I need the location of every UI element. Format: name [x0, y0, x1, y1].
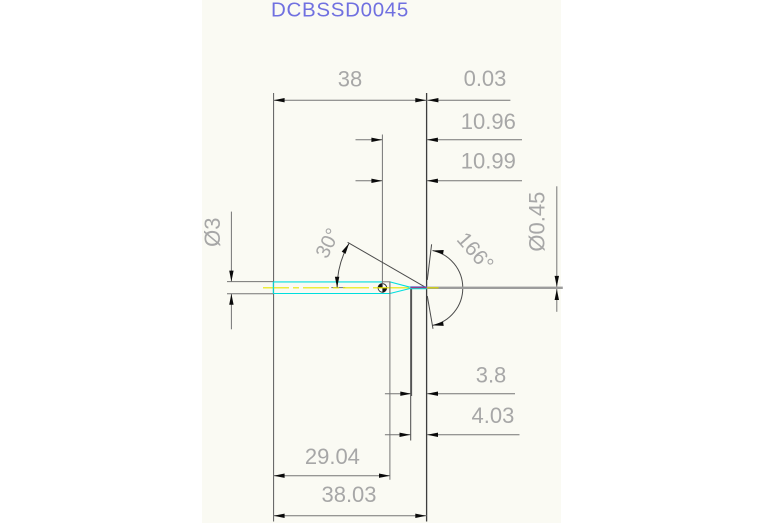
svg-text:10.96: 10.96 — [461, 109, 516, 134]
svg-text:Ø0.45: Ø0.45 — [525, 192, 550, 252]
svg-text:38: 38 — [338, 67, 362, 92]
svg-text:29.04: 29.04 — [305, 444, 360, 469]
svg-text:DCBSSD0045: DCBSSD0045 — [271, 0, 409, 21]
svg-text:38.03: 38.03 — [321, 482, 376, 507]
svg-text:0.03: 0.03 — [464, 66, 507, 91]
svg-text:Ø3: Ø3 — [200, 218, 225, 247]
svg-text:4.03: 4.03 — [471, 403, 514, 428]
svg-text:3.8: 3.8 — [476, 363, 507, 388]
svg-text:10.99: 10.99 — [461, 148, 516, 173]
